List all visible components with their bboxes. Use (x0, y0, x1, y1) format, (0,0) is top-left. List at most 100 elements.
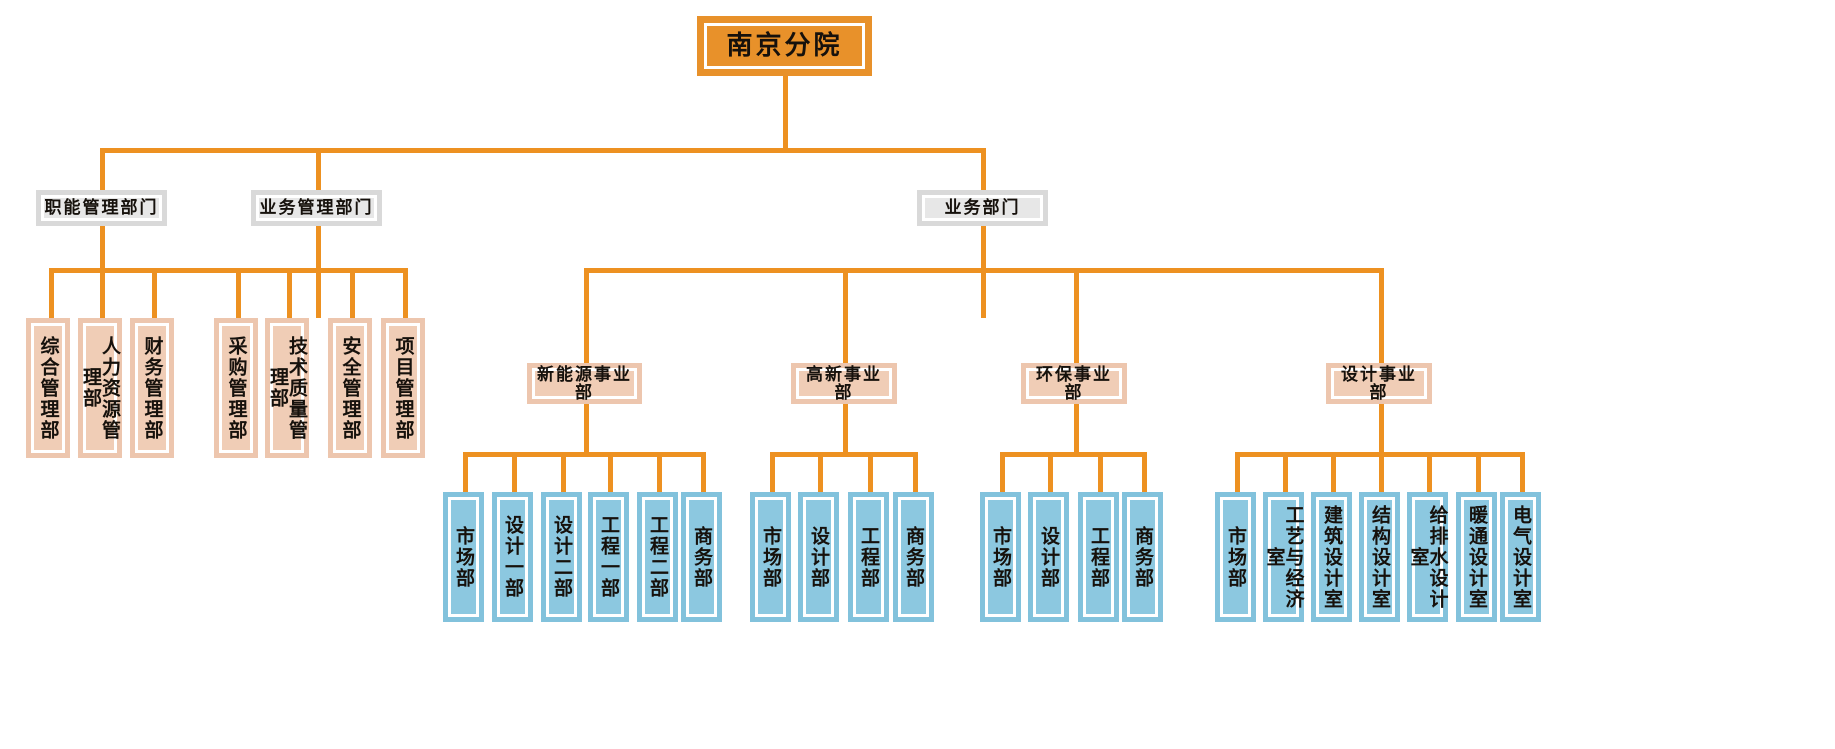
node-leaf-ep-market[interactable]: 市场部 (980, 492, 1021, 622)
connector-drop-anquan (350, 268, 355, 318)
node-leaf-ep-commerce-inner: 商务部 (1127, 497, 1158, 617)
node-group-functional-management[interactable]: 职能管理部门 (36, 190, 167, 226)
connector-leafdrop-ne-4 (608, 452, 613, 492)
node-division-design[interactable]: 设计事业部 (1326, 363, 1432, 404)
node-dept-project-label: 项目管理部 (392, 335, 414, 441)
node-dept-finance-management[interactable]: 财务管理部 (130, 318, 174, 458)
node-leaf-ds-hvac-label: 暖通设计室 (1466, 504, 1487, 610)
node-leaf-ht-market[interactable]: 市场部 (750, 492, 791, 622)
node-dept-project-inner: 项目管理部 (386, 323, 420, 453)
node-leaf-ds-architecture-label: 建筑设计室 (1321, 504, 1342, 610)
node-leaf-ht-design-inner: 设计部 (803, 497, 834, 617)
node-leaf-ds-water-inner: 给排水设计室 (1408, 497, 1448, 617)
node-leaf-ds-process-economics-inner: 工艺与经济室 (1264, 497, 1304, 617)
connector-root-stem (783, 76, 788, 148)
node-leaf-ne-commerce-inner: 商务部 (686, 497, 717, 617)
node-leaf-ht-commerce[interactable]: 商务部 (893, 492, 934, 622)
node-division-environmental-label: 环保事业部 (1036, 364, 1112, 402)
node-leaf-ne-design-1-label: 设计一部 (502, 515, 523, 599)
connector-division-bus (584, 268, 1384, 273)
node-leaf-ne-design-2[interactable]: 设计二部 (541, 492, 582, 622)
node-dept-safety-label: 安全管理部 (339, 335, 361, 441)
connector-drop-gaoxin (843, 268, 848, 363)
node-leaf-ne-engineering-2-inner: 工程二部 (642, 497, 673, 617)
node-dept-human-resources-label: 人力资源管理部 (80, 335, 120, 441)
node-dept-comprehensive-inner: 综合管理部 (31, 323, 65, 453)
node-division-new-energy-label: 新能源事业部 (537, 364, 632, 402)
node-leaf-ep-engineering[interactable]: 工程部 (1078, 492, 1119, 622)
node-leaf-ds-market[interactable]: 市场部 (1215, 492, 1256, 622)
connector-leafdrop-ne-5 (657, 452, 662, 492)
node-division-environmental-inner: 环保事业部 (1026, 364, 1122, 402)
node-leaf-ne-engineering-1[interactable]: 工程一部 (588, 492, 629, 622)
node-leaf-ds-electrical-label: 电气设计室 (1510, 504, 1531, 610)
node-leaf-ds-architecture-inner: 建筑设计室 (1316, 497, 1347, 617)
node-leaf-ht-design[interactable]: 设计部 (798, 492, 839, 622)
node-dept-procurement-label: 采购管理部 (225, 335, 247, 441)
connector-drop-business-management (316, 148, 321, 190)
node-group-business-inner: 业务部门 (922, 195, 1043, 221)
connector-stem-xinnengyuan (584, 404, 589, 452)
node-leaf-ds-process-economics-label: 工艺与经济室 (1263, 504, 1304, 610)
connector-leafdrop-ht-2 (818, 452, 823, 492)
node-dept-finance-inner: 财务管理部 (135, 323, 169, 453)
node-division-high-tech[interactable]: 高新事业部 (791, 363, 897, 404)
connector-leafdrop-ne-3 (561, 452, 566, 492)
node-leaf-ds-water-supply-drainage[interactable]: 给排水设计室 (1407, 492, 1448, 622)
node-leaf-ne-market[interactable]: 市场部 (443, 492, 484, 622)
connector-leafdrop-ep-3 (1098, 452, 1103, 492)
node-dept-human-resources[interactable]: 人力资源管理部 (78, 318, 122, 458)
connector-drop-jishu (287, 268, 292, 318)
node-division-environmental[interactable]: 环保事业部 (1021, 363, 1127, 404)
connector-leafdrop-ds-1 (1235, 452, 1240, 492)
node-leaf-ne-design-1[interactable]: 设计一部 (492, 492, 533, 622)
node-dept-technical-quality-management[interactable]: 技术质量管理部 (265, 318, 309, 458)
node-dept-safety-management[interactable]: 安全管理部 (328, 318, 372, 458)
connector-leafdrop-ep-2 (1048, 452, 1053, 492)
node-group-business-label: 业务部门 (944, 198, 1021, 218)
connector-leafdrop-ds-3 (1331, 452, 1336, 492)
node-leaf-ep-commerce[interactable]: 商务部 (1122, 492, 1163, 622)
connector-drop-huanbao (1074, 268, 1079, 363)
node-division-new-energy-inner: 新能源事业部 (532, 364, 637, 402)
node-leaf-ne-commerce-label: 商务部 (691, 525, 712, 589)
connector-drop-renli (100, 268, 105, 318)
connector-leafdrop-ne-6 (701, 452, 706, 492)
connector-leafdrop-ne-1 (463, 452, 468, 492)
node-leaf-ds-water-label: 给排水设计室 (1407, 504, 1448, 610)
node-leaf-ds-architecture[interactable]: 建筑设计室 (1311, 492, 1352, 622)
node-group-business[interactable]: 业务部门 (917, 190, 1048, 226)
node-leaf-ne-engineering-2-label: 工程二部 (647, 515, 668, 599)
node-dept-project-management[interactable]: 项目管理部 (381, 318, 425, 458)
node-leaf-ds-hvac[interactable]: 暖通设计室 (1456, 492, 1497, 622)
node-dept-comprehensive-management[interactable]: 综合管理部 (26, 318, 70, 458)
connector-drop-sheji (1379, 268, 1384, 363)
node-leaf-ht-engineering[interactable]: 工程部 (848, 492, 889, 622)
node-dept-procurement-management[interactable]: 采购管理部 (214, 318, 258, 458)
node-root-nanjing-branch[interactable]: 南京分院 (697, 16, 872, 76)
connector-drop-business (981, 148, 986, 190)
node-leaf-ne-commerce[interactable]: 商务部 (681, 492, 722, 622)
node-leaf-ds-process-economics[interactable]: 工艺与经济室 (1263, 492, 1304, 622)
node-leaf-ne-design-2-inner: 设计二部 (546, 497, 577, 617)
node-leaf-ht-commerce-label: 商务部 (903, 525, 924, 589)
connector-leaf-bus-xinnengyuan (463, 452, 706, 457)
node-leaf-ds-electrical[interactable]: 电气设计室 (1500, 492, 1541, 622)
node-leaf-ne-engineering-2[interactable]: 工程二部 (637, 492, 678, 622)
node-group-functional-label: 职能管理部门 (44, 198, 159, 218)
node-leaf-ds-structure-inner: 结构设计室 (1364, 497, 1395, 617)
node-leaf-ds-structure[interactable]: 结构设计室 (1359, 492, 1400, 622)
connector-drop-xinnengyuan (584, 268, 589, 363)
connector-leaf-bus-huanbao (1000, 452, 1147, 457)
node-leaf-ep-design[interactable]: 设计部 (1028, 492, 1069, 622)
node-division-new-energy[interactable]: 新能源事业部 (527, 363, 642, 404)
connector-leafdrop-ds-2 (1283, 452, 1288, 492)
connector-leafdrop-ds-6 (1476, 452, 1481, 492)
node-dept-safety-inner: 安全管理部 (333, 323, 367, 453)
connector-stem-huanbao (1074, 404, 1079, 452)
node-group-business-management[interactable]: 业务管理部门 (251, 190, 382, 226)
connector-leafdrop-ep-1 (1000, 452, 1005, 492)
node-leaf-ht-market-inner: 市场部 (755, 497, 786, 617)
connector-leafdrop-ep-4 (1142, 452, 1147, 492)
